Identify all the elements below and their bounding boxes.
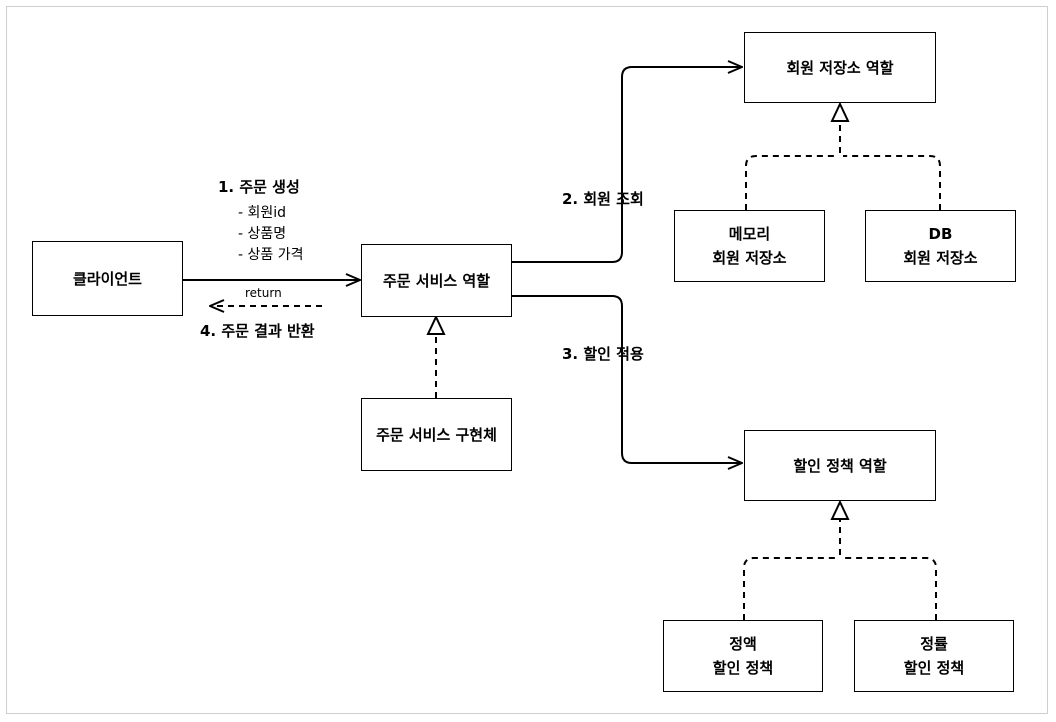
memory-repo-label-2: 회원 저장소 — [712, 249, 787, 267]
fixed-discount-label-2: 할인 정책 — [712, 659, 774, 677]
order-service-role-label: 주문 서비스 역할 — [382, 271, 491, 290]
rate-discount-label-2: 할인 정책 — [903, 659, 965, 677]
apply-discount-arrow — [512, 295, 742, 463]
fixed-discount-box: 정액 할인 정책 — [663, 620, 823, 692]
return-label: return — [245, 286, 282, 300]
member-repo-role-box: 회원 저장소 역할 — [744, 32, 936, 103]
fixed-discount-label-1: 정액 — [729, 635, 757, 653]
apply-discount-label: 3. 할인 적용 — [562, 345, 644, 363]
lookup-member-label: 2. 회원 조회 — [562, 190, 644, 208]
db-repo-box: DB 회원 저장소 — [865, 210, 1016, 282]
db-repo-label-2: 회원 저장소 — [903, 249, 978, 267]
member-repo-role-label: 회원 저장소 역할 — [786, 58, 894, 77]
lookup-member-arrow — [512, 67, 742, 263]
rate-discount-realization — [843, 557, 937, 620]
memory-repo-label-1: 메모리 — [728, 225, 771, 243]
param-member-id: - 회원id — [238, 205, 287, 221]
discount-policy-role-label: 할인 정책 역할 — [793, 456, 887, 475]
discount-policy-role-box: 할인 정책 역할 — [744, 430, 936, 501]
rate-discount-box: 정률 할인 정책 — [854, 620, 1014, 692]
order-service-role-box: 주문 서비스 역할 — [361, 244, 512, 317]
create-order-label: 1. 주문 생성 — [218, 178, 300, 196]
db-repo-label-1: DB — [928, 225, 953, 243]
rate-discount-label-1: 정률 — [920, 635, 948, 653]
order-service-impl-box: 주문 서비스 구현체 — [361, 398, 512, 471]
db-repo-realization — [843, 155, 941, 210]
param-product-price: - 상품 가격 — [238, 247, 304, 263]
memory-repo-box: 메모리 회원 저장소 — [674, 210, 825, 282]
memory-repo-realization — [745, 155, 837, 210]
order-service-impl-label: 주문 서비스 구현체 — [376, 425, 497, 444]
fixed-discount-realization — [743, 557, 837, 620]
client-label: 클라이언트 — [72, 269, 142, 288]
return-result-label: 4. 주문 결과 반환 — [200, 322, 315, 340]
diagram-frame — [6, 6, 1048, 714]
param-product-name: - 상품명 — [238, 226, 287, 242]
client-box: 클라이언트 — [32, 241, 183, 316]
